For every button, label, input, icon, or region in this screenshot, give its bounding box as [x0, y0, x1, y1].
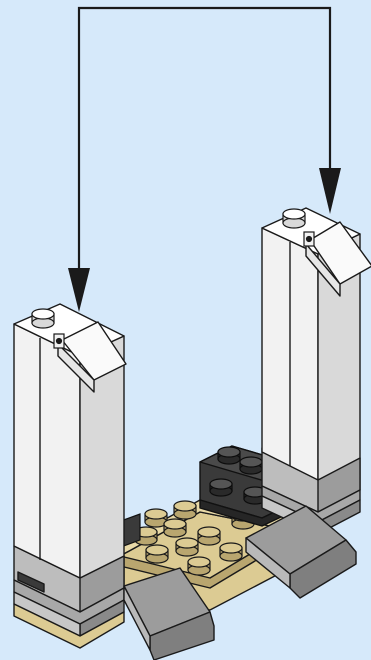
arrow-down-icon — [68, 268, 90, 312]
stud-icon — [188, 557, 210, 575]
stud-icon — [198, 527, 220, 545]
stud-icon — [210, 479, 232, 496]
left-tower — [14, 304, 126, 648]
hinge-icon — [54, 334, 64, 348]
stud-icon — [176, 538, 198, 556]
stud-icon — [174, 501, 196, 519]
stud-icon — [164, 519, 186, 537]
hinge-icon — [304, 232, 314, 246]
arrow-down-icon — [319, 168, 341, 214]
stud-icon — [218, 447, 240, 464]
stud-icon — [283, 209, 305, 228]
stud-icon — [220, 543, 242, 561]
stud-icon — [32, 309, 54, 328]
right-tower — [262, 208, 371, 534]
stud-icon — [240, 457, 262, 474]
stud-icon — [146, 545, 168, 563]
